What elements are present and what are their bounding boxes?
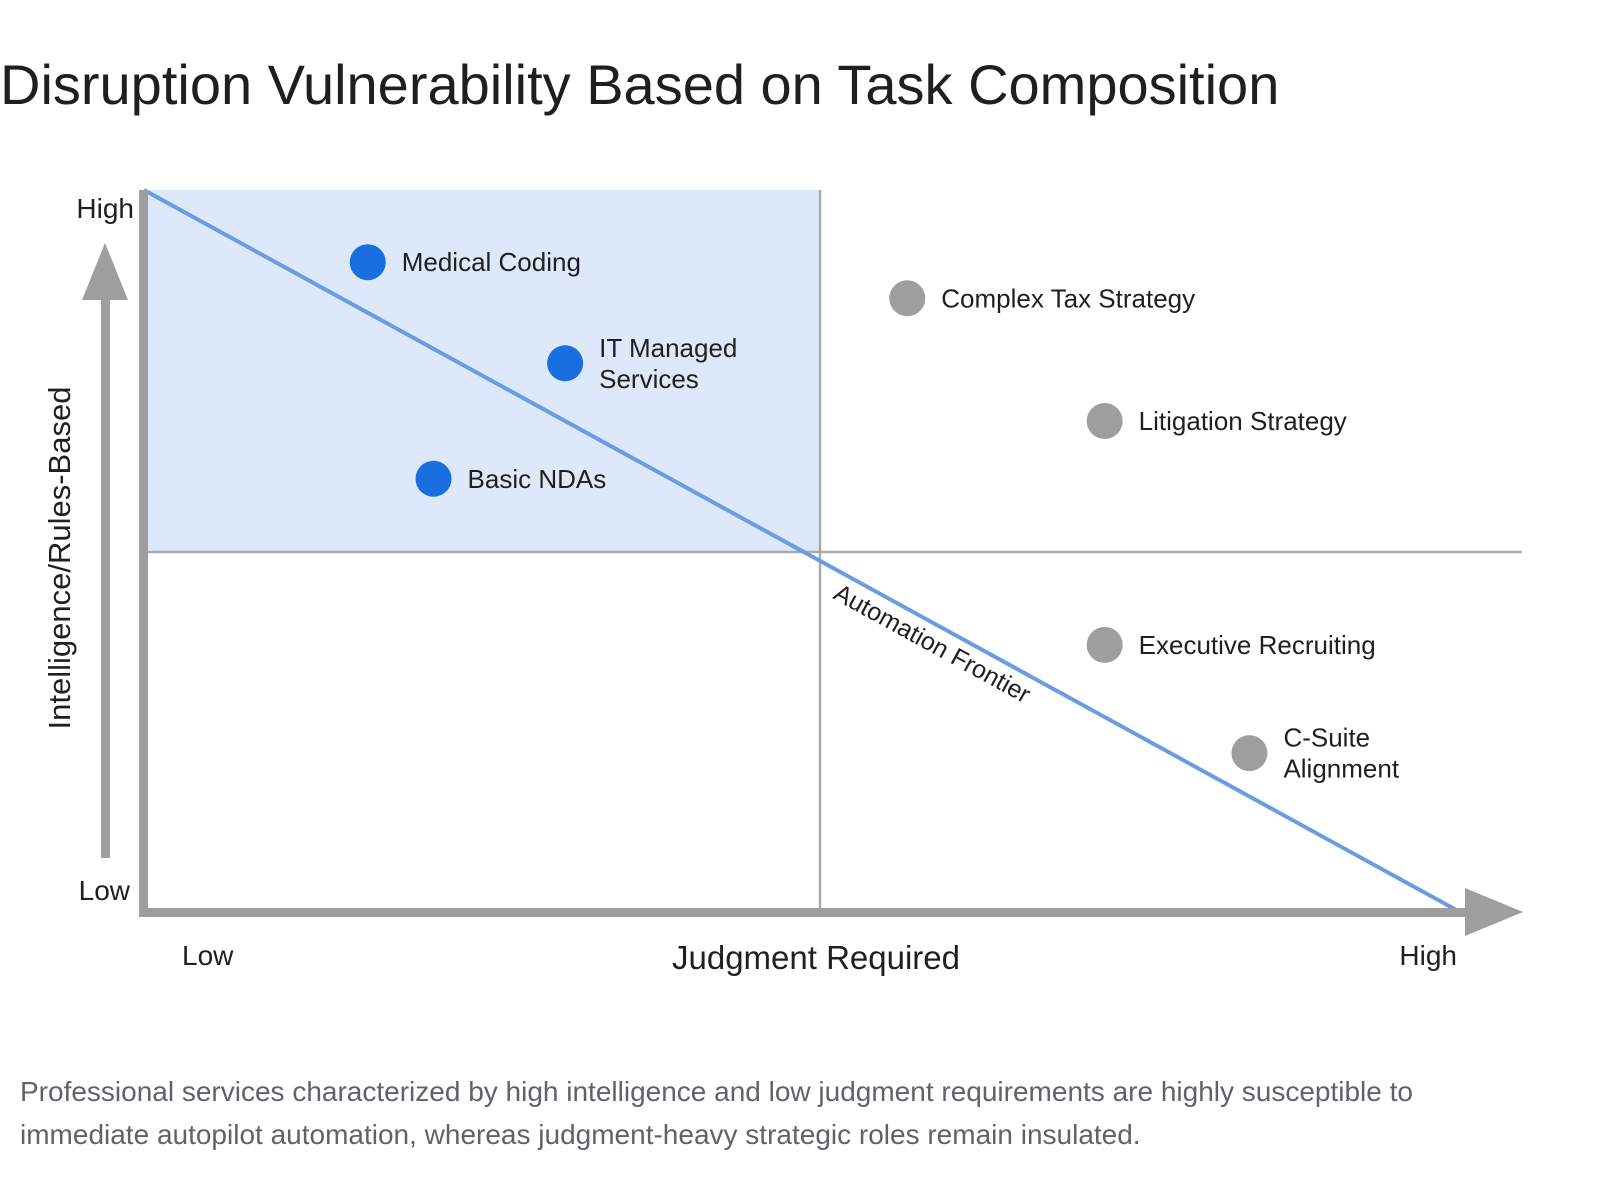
data-point-marker xyxy=(547,345,584,382)
data-point-label: Litigation Strategy xyxy=(1139,406,1347,436)
data-point-marker xyxy=(1086,403,1123,440)
shaded-quadrant-high-intelligence-low-judgment xyxy=(148,190,820,552)
y-direction-arrowhead xyxy=(82,243,128,300)
chart-caption: Professional services characterized by h… xyxy=(20,1076,1413,1150)
data-point-medical-coding: Medical Coding xyxy=(349,244,581,281)
automation-frontier-line xyxy=(143,188,1461,914)
y-axis-label: Intelligence/Rules-Based xyxy=(42,387,77,730)
data-point-marker xyxy=(1086,626,1123,663)
y-tick-high: High xyxy=(76,193,134,224)
y-direction-arrow-shaft xyxy=(101,290,110,858)
automation-frontier-label: Automation Frontier xyxy=(829,579,1035,709)
data-point-label: IT Managed xyxy=(599,333,737,363)
data-point-litigation-strategy: Litigation Strategy xyxy=(1086,403,1347,440)
data-point-marker xyxy=(349,244,386,281)
data-point-marker xyxy=(1231,735,1268,772)
x-axis-label: Judgment Required xyxy=(672,939,960,976)
data-point-complex-tax-strategy: Complex Tax Strategy xyxy=(889,280,1195,317)
data-point-marker xyxy=(415,460,452,497)
data-point-label: Complex Tax Strategy xyxy=(941,283,1195,313)
data-point-label: Basic NDAs xyxy=(468,464,607,494)
data-point-label: Medical Coding xyxy=(402,247,581,277)
data-point-marker xyxy=(889,280,926,317)
y-axis-line xyxy=(139,190,148,917)
x-axis-arrowhead xyxy=(1465,888,1523,936)
data-point-label: Services xyxy=(599,364,699,394)
data-point-label: C-Suite xyxy=(1283,723,1370,753)
y-tick-low: Low xyxy=(79,875,131,906)
chart-title: Disruption Vulnerability Based on Task C… xyxy=(0,53,1280,116)
x-tick-low: Low xyxy=(182,940,234,971)
data-point-executive-recruiting: Executive Recruiting xyxy=(1086,626,1376,663)
data-point-basic-ndas: Basic NDAs xyxy=(415,460,607,497)
data-point-label: Alignment xyxy=(1283,754,1399,784)
data-point-label: Executive Recruiting xyxy=(1139,630,1376,660)
x-axis-line xyxy=(139,908,1469,917)
x-tick-high: High xyxy=(1399,940,1457,971)
